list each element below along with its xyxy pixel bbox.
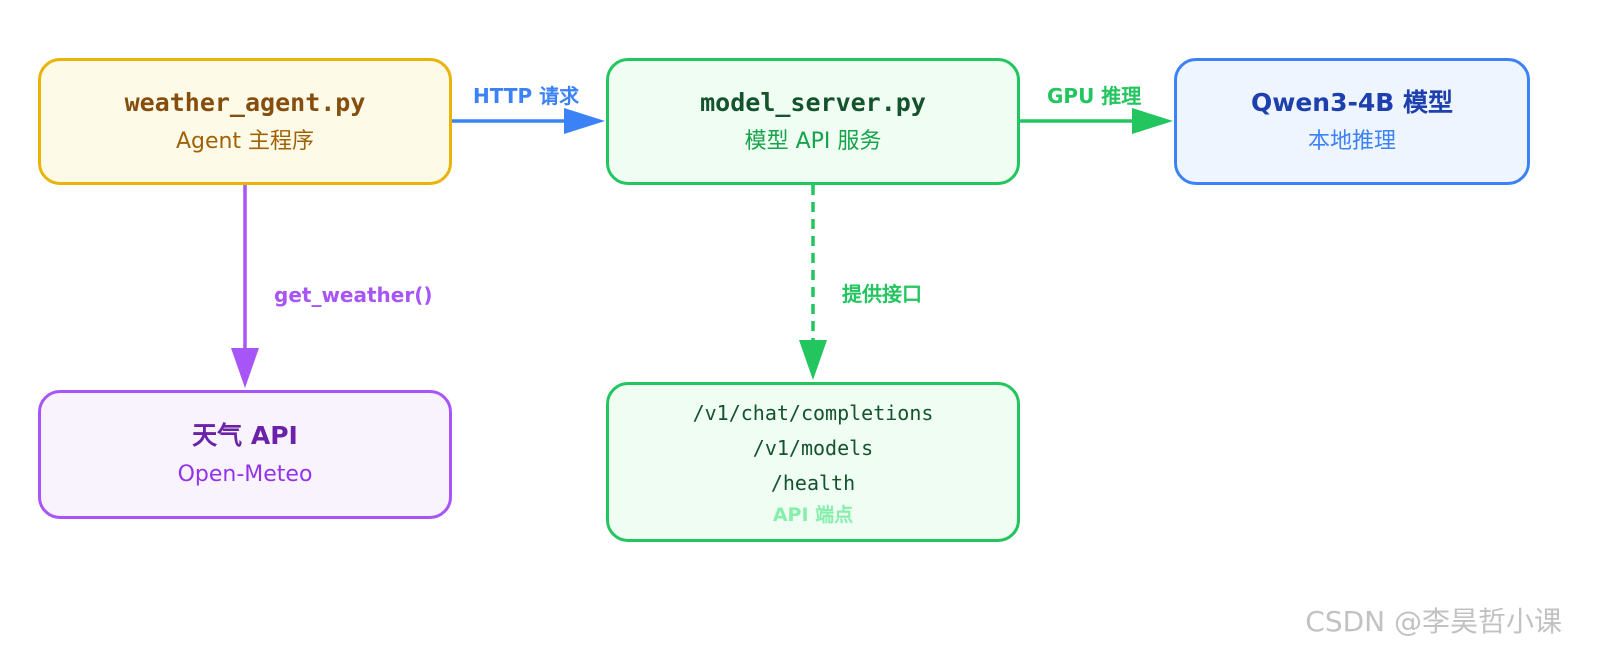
get-weather-arrow [231, 185, 259, 388]
http-request-arrow [452, 108, 605, 134]
provide-interface-arrow [799, 185, 827, 380]
model-server-subtitle: 模型 API 服务 [744, 128, 882, 154]
http-request-label: HTTP 请求 [473, 84, 580, 108]
get-weather-label: get_weather() [274, 283, 433, 307]
weather-agent-node: weather_agent.py Agent 主程序 [38, 58, 452, 185]
api-endpoints-node: /v1/chat/completions /v1/models /health … [606, 382, 1020, 542]
endpoint-models: /v1/models [752, 435, 874, 460]
qwen-model-subtitle: 本地推理 [1307, 128, 1396, 154]
weather-api-subtitle: Open-Meteo [177, 461, 313, 487]
qwen-model-title: Qwen3-4B 模型 [1250, 87, 1454, 117]
gpu-inference-arrow [1020, 108, 1173, 134]
weather-agent-title: weather_agent.py [124, 87, 366, 117]
endpoint-chat-completions: /v1/chat/completions [692, 400, 934, 425]
gpu-inference-label: GPU 推理 [1047, 84, 1142, 108]
weather-api-node: 天气 API Open-Meteo [38, 390, 452, 519]
api-endpoints-caption: API 端点 [772, 503, 854, 526]
weather-agent-subtitle: Agent 主程序 [175, 128, 315, 154]
model-server-node: model_server.py 模型 API 服务 [606, 58, 1020, 185]
qwen-model-node: Qwen3-4B 模型 本地推理 [1174, 58, 1530, 185]
endpoint-health: /health [770, 470, 856, 495]
csdn-watermark: CSDN @李昊哲小课 [1305, 605, 1562, 638]
provide-interface-label: 提供接口 [842, 282, 922, 306]
model-server-title: model_server.py [700, 87, 926, 117]
weather-api-title: 天气 API [192, 420, 298, 450]
